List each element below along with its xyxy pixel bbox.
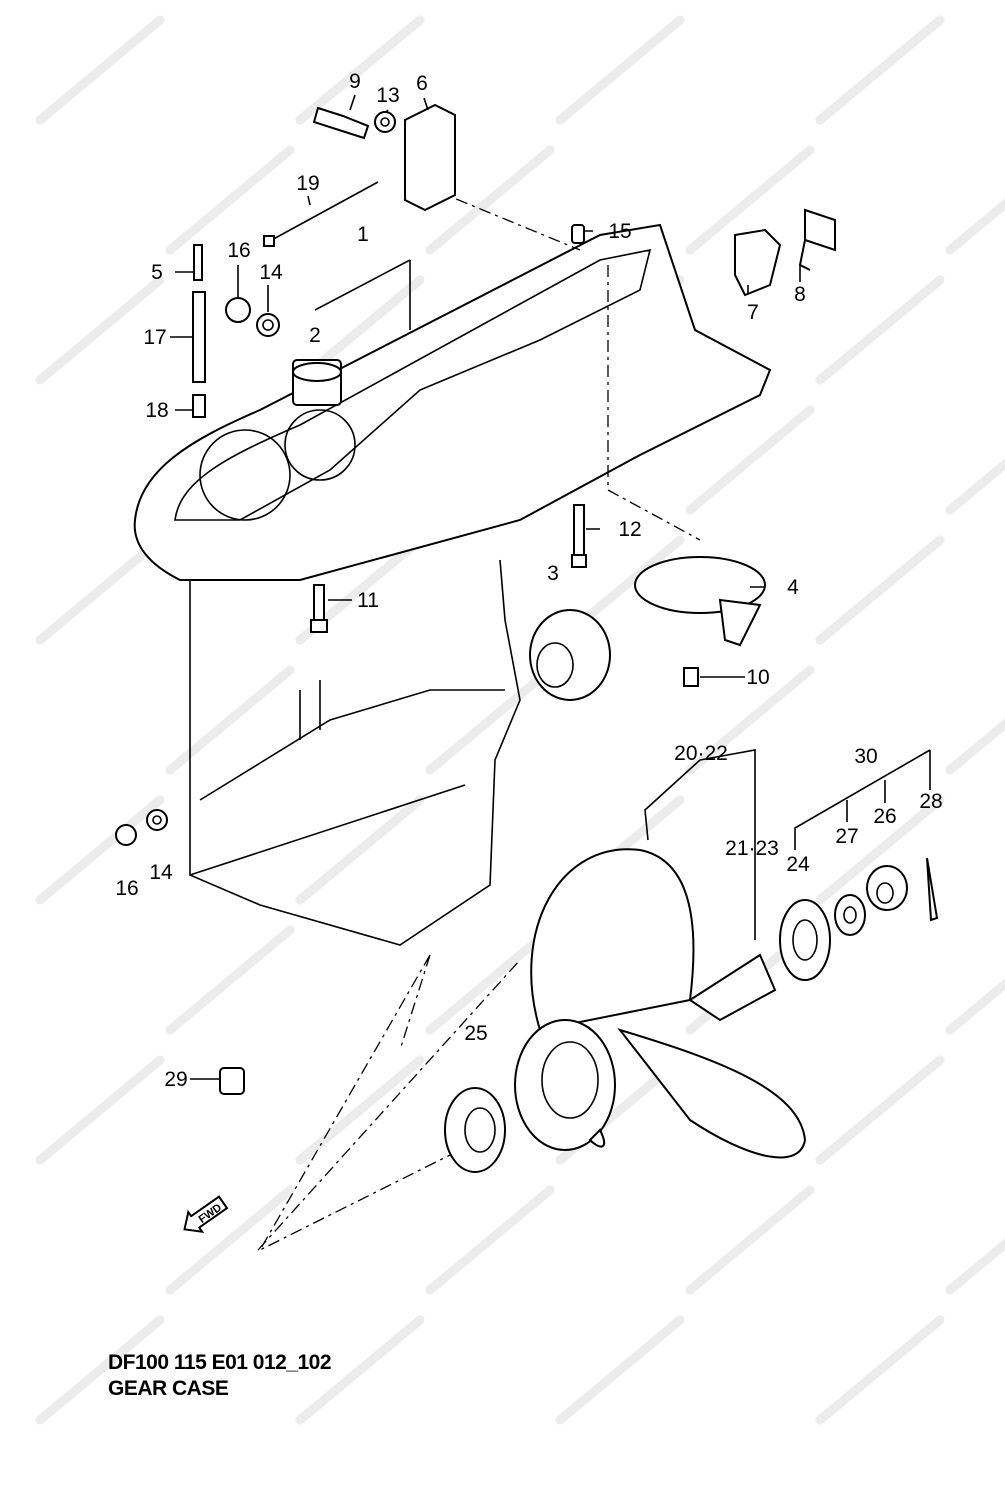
gear-case-housing (133, 223, 772, 946)
watermark-mark (165, 1185, 295, 1295)
watermark-mark (295, 795, 425, 905)
watermark-mark (425, 925, 555, 1035)
callout-26: 26 (873, 805, 896, 828)
watermark-mark (815, 535, 945, 645)
watermark-mark (35, 15, 165, 125)
leader-dash-lines (257, 179, 701, 1252)
diagram-code: DF100 115 E01 012_102 (108, 1351, 332, 1374)
watermark-mark (295, 15, 425, 125)
callout-19: 19 (296, 172, 319, 195)
callout-14b: 14 (149, 861, 173, 884)
callout-3: 3 (547, 562, 559, 585)
watermark-mark (945, 978, 1005, 1035)
propeller (514, 848, 807, 1159)
callout-2: 2 (309, 324, 321, 347)
callout-8: 8 (794, 283, 806, 306)
callout-6: 6 (416, 72, 428, 95)
callout-17: 17 (143, 326, 166, 349)
watermark-mark (425, 1185, 555, 1295)
callout-9: 9 (349, 70, 361, 93)
watermark-mark (555, 15, 685, 125)
watermark-mark (815, 275, 945, 385)
watermark-mark (815, 1315, 945, 1425)
callout-28: 28 (919, 790, 942, 813)
callout-10: 10 (746, 666, 769, 689)
callout-30: 30 (854, 745, 877, 768)
callout-25: 25 (464, 1022, 487, 1045)
watermark-mark (35, 1315, 165, 1425)
callout-leader-lines (170, 94, 931, 1080)
watermark-mark (165, 145, 295, 255)
diagram-title: GEAR CASE (108, 1377, 229, 1400)
watermark-mark (945, 458, 1005, 515)
callout-4: 4 (787, 576, 799, 599)
watermark-mark (815, 1055, 945, 1165)
watermark-mark (945, 1238, 1005, 1295)
callout-7: 7 (747, 301, 759, 324)
watermark-layer (35, 15, 1005, 1425)
callout-labels: 9 13 6 19 15 5 16 14 1 2 17 18 7 8 12 3 … (115, 70, 942, 1091)
callout-27: 27 (835, 825, 858, 848)
watermark-mark (555, 1315, 685, 1425)
callout-13: 13 (376, 84, 399, 107)
watermark-mark (35, 275, 165, 385)
watermark-mark (815, 15, 945, 125)
watermark-mark (35, 795, 165, 905)
callout-20-22: 20·22 (674, 742, 728, 765)
watermark-mark (945, 718, 1005, 775)
callout-21-23: 21·23 (725, 837, 779, 860)
callout-1: 1 (357, 223, 369, 246)
watermark-mark (685, 665, 815, 775)
watermark-mark (165, 925, 295, 1035)
watermark-mark (815, 795, 945, 905)
watermark-mark (945, 198, 1005, 255)
watermark-mark (35, 535, 165, 645)
callout-12: 12 (618, 518, 641, 541)
watermark-mark (685, 1185, 815, 1295)
callout-16b: 16 (115, 877, 138, 900)
watermark-mark (425, 665, 555, 775)
callout-14: 14 (259, 261, 283, 284)
fwd-arrow: FWD (183, 1195, 229, 1234)
callout-24: 24 (786, 853, 810, 876)
callout-16: 16 (227, 239, 250, 262)
callout-29: 29 (164, 1068, 187, 1091)
watermark-mark (295, 1315, 425, 1425)
callout-11: 11 (357, 589, 379, 612)
watermark-mark (35, 1055, 165, 1165)
callout-15: 15 (608, 220, 631, 243)
watermark-mark (425, 145, 555, 255)
watermark-mark (295, 1055, 425, 1165)
parts (115, 103, 939, 1173)
callout-5: 5 (151, 261, 163, 284)
watermark-mark (685, 405, 815, 515)
watermark-mark (685, 145, 815, 255)
callout-18: 18 (145, 399, 168, 422)
